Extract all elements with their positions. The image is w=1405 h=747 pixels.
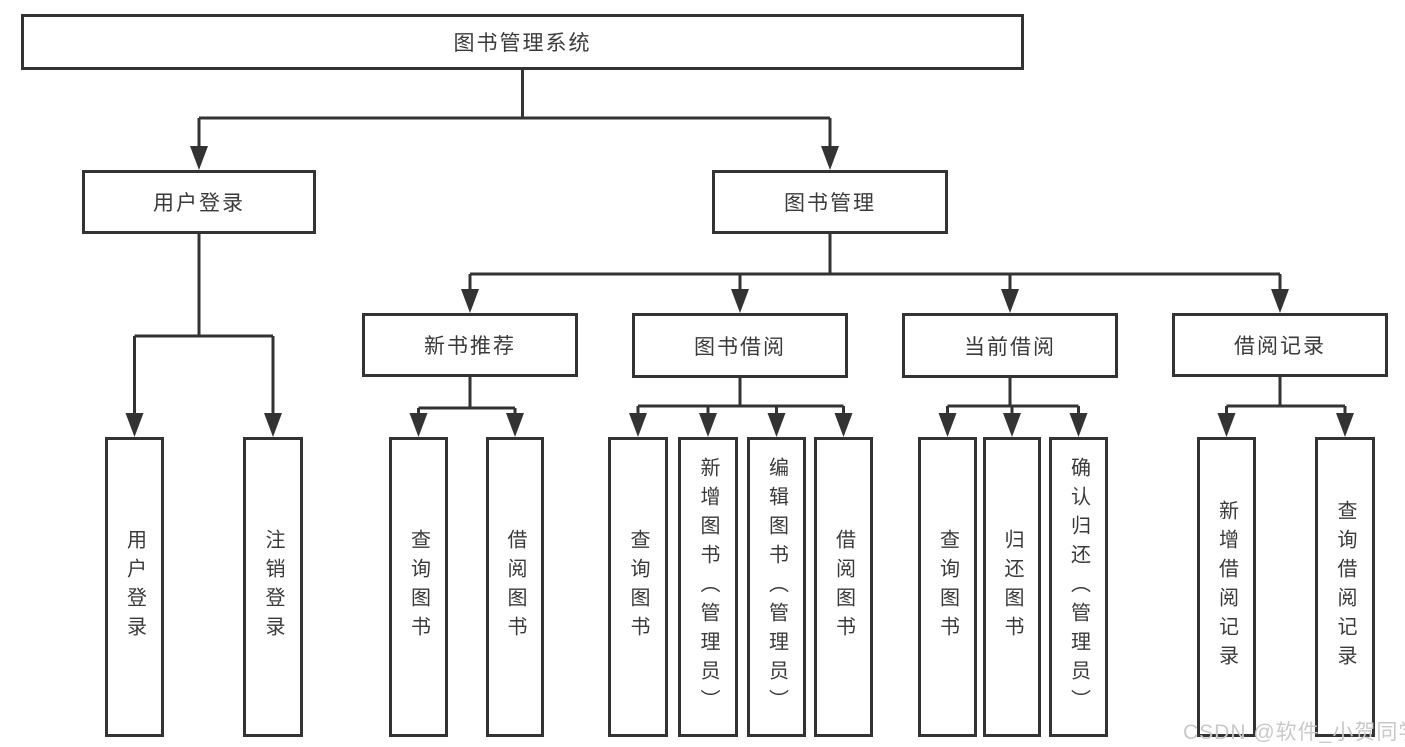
branch-borrowing-records <box>1217 377 1354 437</box>
branch-book-borrowing <box>629 378 853 437</box>
leaf-borrowing-query-books: 查询图书 <box>608 437 668 737</box>
leaf-logout: 注销登录 <box>243 437 303 737</box>
branch-user-login <box>125 234 282 437</box>
leaf-current-query-books: 查询图书 <box>918 437 977 737</box>
leaf-borrowing-borrow-books: 借阅图书 <box>814 437 873 737</box>
node-user-login: 用户登录 <box>82 170 316 234</box>
leaf-user-login: 用户登录 <box>105 437 164 737</box>
leaf-current-confirm-return-admin: 确认归还（管理员） <box>1049 437 1108 737</box>
branch-root <box>190 70 839 170</box>
csdn-watermark: CSDN @软件_小贺同学 <box>1183 721 1405 744</box>
branch-new-book-recommendation <box>409 377 524 437</box>
node-book-borrowing: 图书借阅 <box>632 313 848 378</box>
leaf-newbook-borrow-books: 借阅图书 <box>486 437 544 737</box>
leaf-borrowing-add-books-admin: 新增图书（管理员） <box>678 437 738 737</box>
node-book-management: 图书管理 <box>712 170 948 234</box>
node-new-book-recommendation: 新书推荐 <box>362 313 578 377</box>
leaf-newbook-query-books: 查询图书 <box>389 437 448 737</box>
node-current-borrowing: 当前借阅 <box>902 313 1118 378</box>
leaf-current-return-books: 归还图书 <box>983 437 1041 737</box>
leaf-records-query-record: 查询借阅记录 <box>1315 437 1375 737</box>
leaf-borrowing-edit-books-admin: 编辑图书（管理员） <box>747 437 806 737</box>
leaf-records-add-record: 新增借阅记录 <box>1197 437 1256 737</box>
branch-current-borrowing <box>938 378 1088 437</box>
branch-book-management <box>461 234 1289 313</box>
node-library-management-system: 图书管理系统 <box>21 14 1024 70</box>
node-borrowing-records: 借阅记录 <box>1172 313 1388 377</box>
